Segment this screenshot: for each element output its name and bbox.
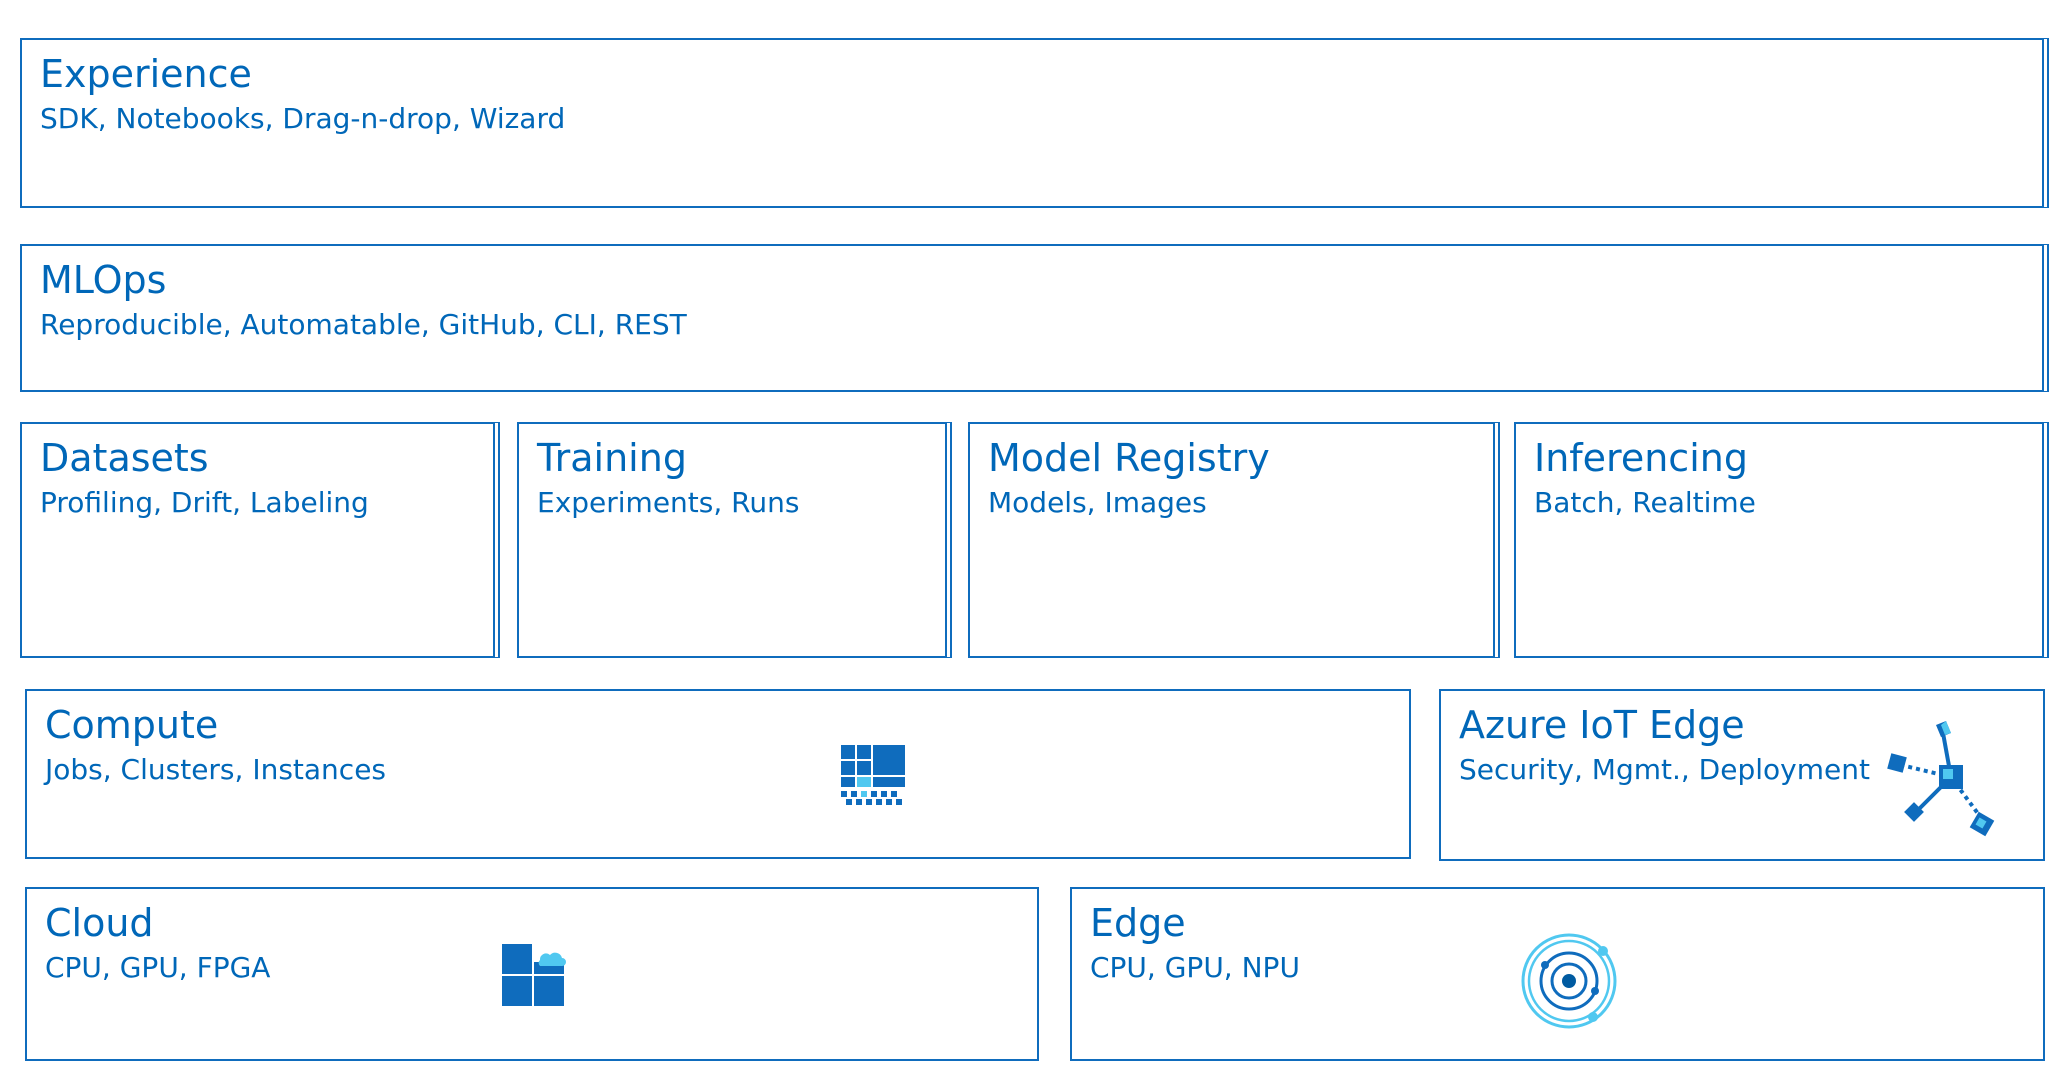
- compute-grid-icon: [841, 745, 905, 805]
- experience-box: Experience SDK, Notebooks, Drag-n-drop, …: [20, 38, 2044, 208]
- cloud-box: Cloud CPU, GPU, FPGA: [25, 887, 1039, 1061]
- model-registry-title: Model Registry: [988, 436, 1270, 480]
- iot-edge-hub-icon: [1887, 721, 1995, 837]
- training-title: Training: [537, 436, 687, 480]
- training-box: Training Experiments, Runs: [517, 422, 947, 658]
- cloud-blocks-icon: [502, 944, 566, 1006]
- experience-title: Experience: [40, 52, 252, 96]
- iot-edge-box: Azure IoT Edge Security, Mgmt., Deployme…: [1439, 689, 2045, 861]
- edge-box: Edge CPU, GPU, NPU: [1070, 887, 2045, 1061]
- model-registry-subtitle: Models, Images: [988, 486, 1207, 519]
- inferencing-title: Inferencing: [1534, 436, 1748, 480]
- edge-title: Edge: [1090, 901, 1186, 945]
- datasets-box: Datasets Profiling, Drift, Labeling: [20, 422, 495, 658]
- compute-box: Compute Jobs, Clusters, Instances: [25, 689, 1411, 859]
- inferencing-subtitle: Batch, Realtime: [1534, 486, 1756, 519]
- cloud-title: Cloud: [45, 901, 154, 945]
- mlops-subtitle: Reproducible, Automatable, GitHub, CLI, …: [40, 308, 687, 341]
- iot-edge-subtitle: Security, Mgmt., Deployment: [1459, 753, 1870, 786]
- experience-subtitle: SDK, Notebooks, Drag-n-drop, Wizard: [40, 102, 566, 135]
- inferencing-box: Inferencing Batch, Realtime: [1514, 422, 2044, 658]
- mlops-box: MLOps Reproducible, Automatable, GitHub,…: [20, 244, 2044, 392]
- edge-subtitle: CPU, GPU, NPU: [1090, 951, 1300, 984]
- training-subtitle: Experiments, Runs: [537, 486, 800, 519]
- mlops-title: MLOps: [40, 258, 167, 302]
- compute-subtitle: Jobs, Clusters, Instances: [45, 753, 387, 786]
- iot-edge-title: Azure IoT Edge: [1459, 703, 1745, 747]
- orbit-icon: [1521, 933, 1617, 1029]
- datasets-subtitle: Profiling, Drift, Labeling: [40, 486, 369, 519]
- cloud-subtitle: CPU, GPU, FPGA: [45, 951, 271, 984]
- compute-title: Compute: [45, 703, 219, 747]
- datasets-title: Datasets: [40, 436, 209, 480]
- model-registry-box: Model Registry Models, Images: [968, 422, 1495, 658]
